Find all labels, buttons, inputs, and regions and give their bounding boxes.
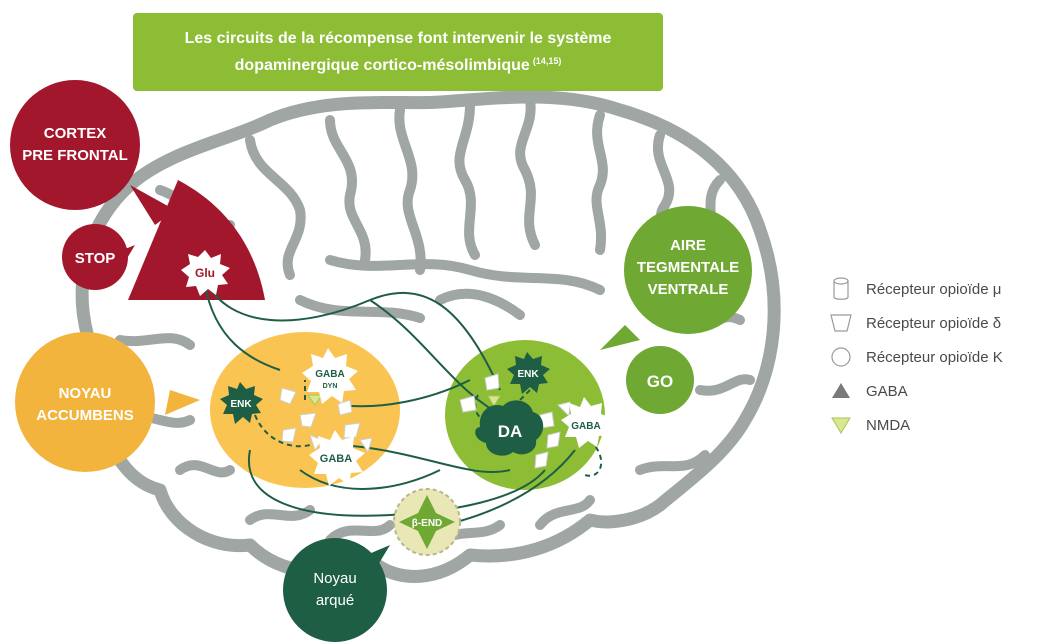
legend-label-mu: Récepteur opioïde μ	[866, 280, 1002, 298]
title-banner: Les circuits de la récompense font inter…	[133, 13, 663, 91]
legend-item-delta: Récepteur opioïde δ	[828, 306, 1033, 340]
gaba-right-label: GABA	[571, 421, 600, 432]
legend-item-nmda: NMDA	[828, 408, 1033, 442]
gaba-left-label: GABA	[320, 453, 352, 465]
triangle-up-icon	[832, 383, 850, 398]
vta-label-line3: VENTRALE	[648, 281, 729, 298]
glu-starburst	[181, 250, 230, 296]
accumbens-bubble	[15, 332, 155, 472]
vta-label-line1: AIRE	[670, 237, 706, 254]
go-label: GO	[647, 372, 673, 391]
legend: Récepteur opioïde μ Récepteur opioïde δ …	[828, 272, 1033, 442]
noyau-arque-label-line1: Noyau	[313, 570, 356, 587]
gaba-left-starburst	[309, 430, 365, 486]
gaba-right-starburst	[561, 397, 612, 448]
brain-outline	[75, 90, 781, 583]
beta-end-label: β-END	[412, 518, 443, 529]
title-line1: Les circuits de la récompense font inter…	[184, 29, 612, 47]
noyau-arque-bubble	[283, 538, 387, 642]
enk-right-starburst	[507, 352, 550, 394]
da-cell	[475, 400, 544, 456]
cortex-label-line2: PRE FRONTAL	[22, 147, 128, 164]
gaba-dyn-label-line1: GABA	[315, 369, 344, 380]
noyau-arque-label-line2: arqué	[316, 592, 354, 609]
cortex-bubble	[10, 80, 140, 210]
vta-bubble	[624, 206, 752, 334]
stop-label: STOP	[75, 250, 116, 267]
cylinder-icon	[833, 277, 849, 300]
receptor-markers	[279, 373, 571, 469]
gaba-dyn-label-line2: DYN	[323, 383, 338, 390]
dashed-pathways	[254, 380, 603, 477]
stop-bubble	[62, 224, 128, 290]
legend-label-delta: Récepteur opioïde δ	[866, 314, 1002, 332]
da-label: DA	[498, 422, 523, 441]
title-line2-text: dopaminergique cortico-mésolimbique	[234, 56, 530, 74]
nmda-markers	[307, 394, 501, 407]
legend-item-mu: Récepteur opioïde μ	[828, 272, 1033, 306]
go-bubble	[626, 346, 694, 414]
cortex-label-line1: CORTEX	[44, 125, 107, 142]
gaba-dyn-starburst	[302, 348, 358, 404]
enk-right-label: ENK	[517, 369, 539, 380]
legend-item-gaba: GABA	[828, 374, 1033, 408]
vta-label-line2: TEGMENTALE	[637, 259, 739, 276]
circle-icon	[831, 347, 851, 367]
enk-left-label: ENK	[230, 399, 252, 410]
legend-item-kappa: Récepteur opioïde Κ	[828, 340, 1033, 374]
legend-label-nmda: NMDA	[866, 416, 911, 434]
triangle-down-icon	[831, 417, 851, 434]
trapezoid-icon	[830, 314, 852, 332]
legend-label-gaba: GABA	[866, 382, 908, 400]
glu-label: Glu	[195, 266, 215, 280]
accumbens-label-line1: NOYAU	[59, 385, 112, 402]
title-reference: (14,15)	[532, 55, 562, 66]
legend-label-kappa: Récepteur opioïde Κ	[866, 348, 1003, 366]
enk-left-starburst	[220, 382, 263, 424]
accumbens-label-line2: ACCUMBENS	[36, 407, 134, 424]
cortex-region	[128, 180, 265, 300]
beta-end-cell	[393, 488, 461, 556]
title-line2: dopaminergique cortico-mésolimbique(14,1…	[235, 50, 562, 77]
